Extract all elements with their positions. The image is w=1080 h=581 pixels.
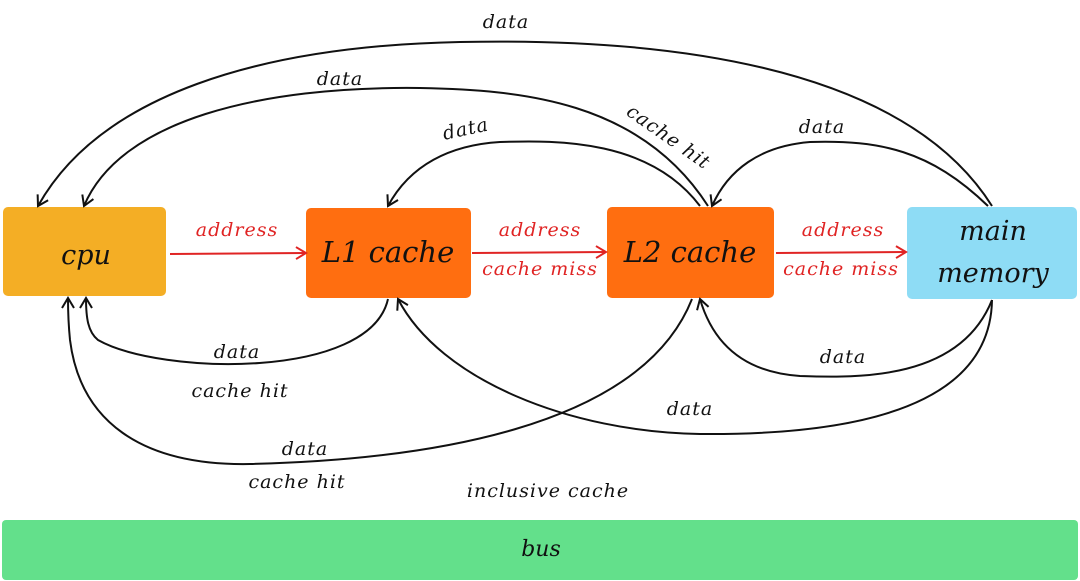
- l1-cache-box: [306, 208, 471, 298]
- label-cache-miss-l2-mem: cache miss: [783, 258, 899, 280]
- label-address-cpu-l1: address: [196, 219, 278, 241]
- main-memory-box: [907, 207, 1077, 299]
- data-arrow-l1-to-cpu-bottom: [79, 296, 389, 366]
- data-arrow-mem-to-l2-top: [709, 140, 989, 208]
- label-cache-miss-l1-l2: cache miss: [482, 258, 598, 280]
- main-memory-label-line2: memory: [937, 258, 1049, 289]
- label-l2-l1-data: data: [441, 114, 491, 145]
- data-arrow-mem-to-cpu-top: [36, 40, 993, 208]
- data-arrow-mem-to-l1-bottom: [396, 297, 993, 436]
- data-arrow-l2-to-cpu-bottom: [61, 296, 693, 466]
- bus-label: bus: [521, 537, 561, 562]
- main-memory-label-line1: main: [959, 216, 1027, 247]
- label-l1-cpu-cache-hit: cache hit: [191, 380, 288, 402]
- label-address-l2-mem: address: [802, 219, 884, 241]
- l1-cache-label: L1 cache: [321, 235, 455, 269]
- label-cache-hit-l2-top: cache hit: [622, 100, 714, 174]
- data-arrow-mem-to-l2-bottom: [696, 297, 993, 378]
- l2-cache-box: [607, 207, 774, 298]
- label-mem-l2-data-top: data: [799, 116, 845, 138]
- label-l1-cpu-data: data: [214, 341, 260, 363]
- cpu-label: cpu: [61, 240, 111, 271]
- label-mem-l2-data-bottom: data: [820, 346, 866, 368]
- l2-cache-label: L2 cache: [623, 235, 757, 269]
- address-arrow-cpu-l1: [169, 246, 308, 260]
- cpu-box: [3, 207, 166, 296]
- data-arrow-l2-to-l1-top: [386, 140, 701, 208]
- address-arrow-l2-mem: [775, 245, 908, 259]
- data-arrow-l2-to-cpu-top: [81, 86, 709, 208]
- address-arrow-l1-l2: [471, 245, 608, 259]
- label-address-l1-l2: address: [499, 219, 581, 241]
- label-top-data: data: [483, 11, 529, 33]
- label-l2-cpu-data: data: [282, 438, 328, 460]
- label-l2-cpu-cache-hit: cache hit: [248, 471, 345, 493]
- label-inclusive-cache: inclusive cache: [467, 480, 629, 502]
- label-mem-l1-data: data: [667, 398, 713, 420]
- bus-bar: [2, 520, 1078, 580]
- label-cpu-mem-data: data: [317, 68, 363, 90]
